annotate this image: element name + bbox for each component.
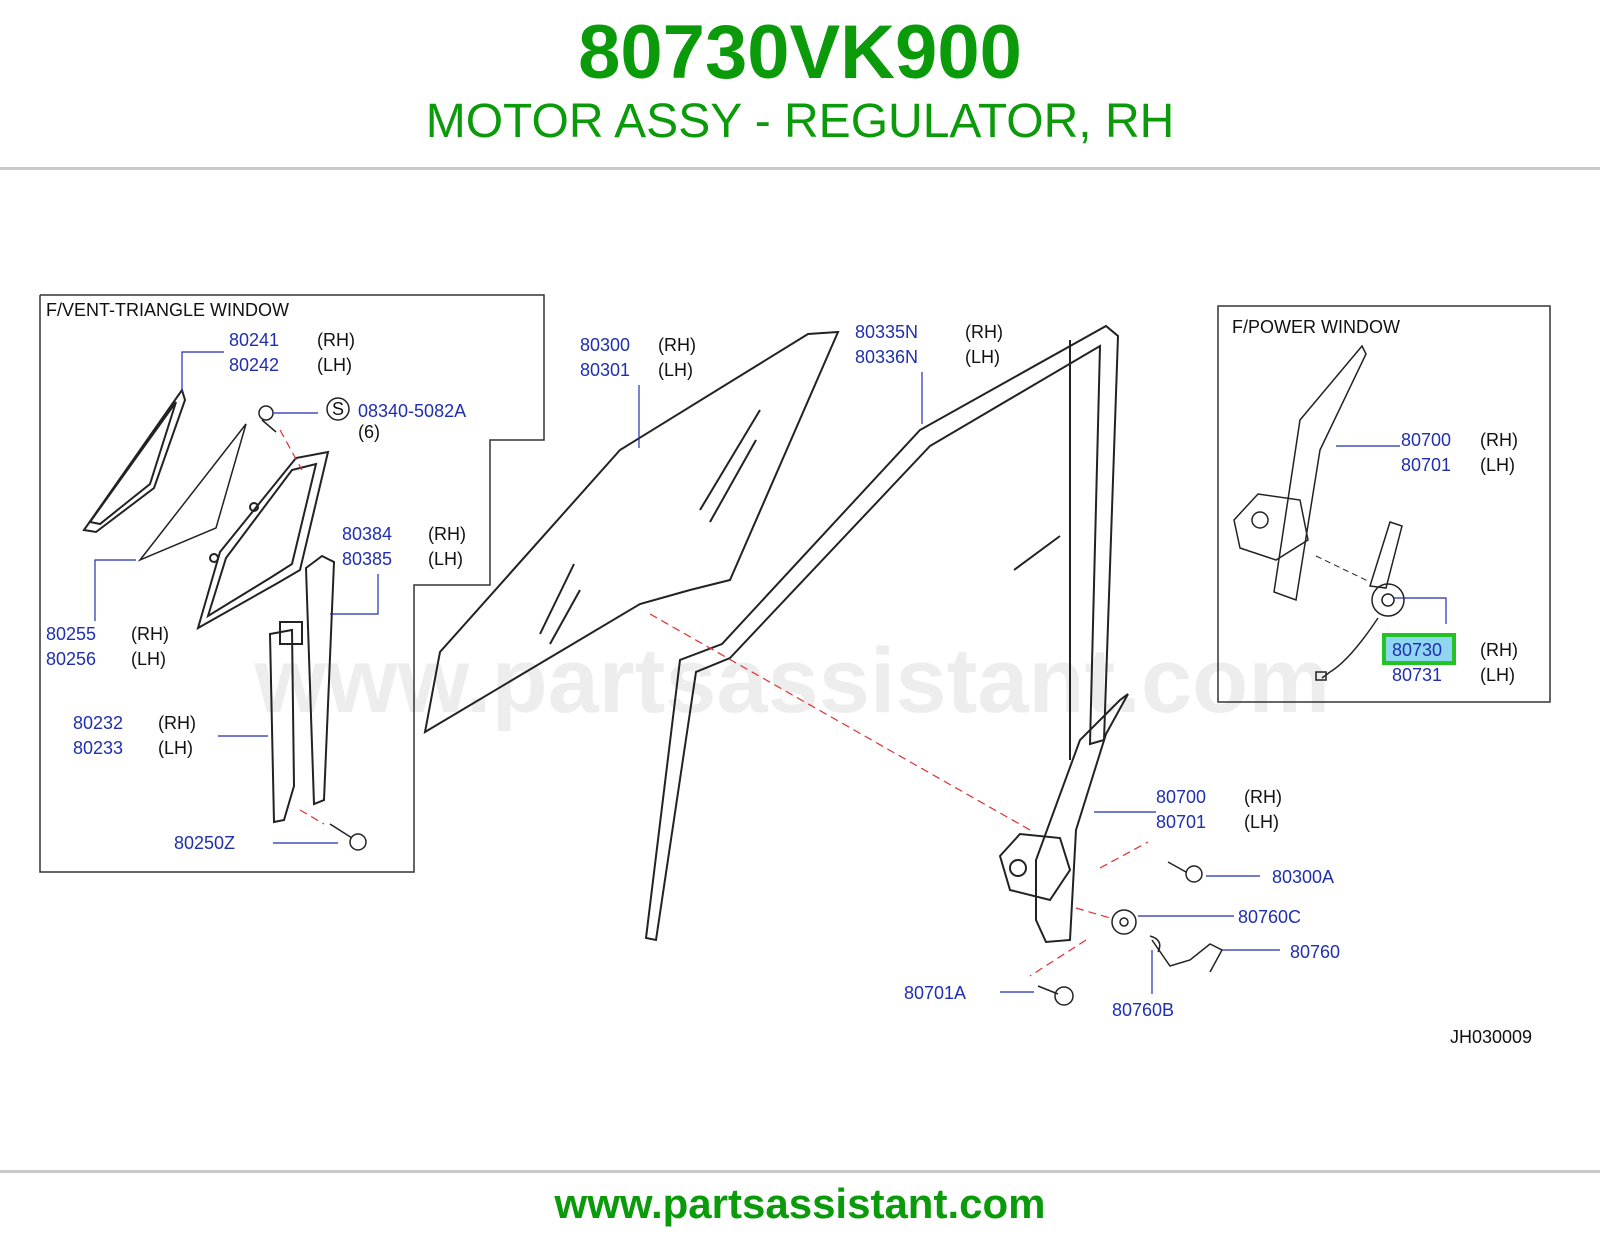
part-label-80731[interactable]: 80731 (1392, 665, 1442, 685)
highlight-box (1382, 633, 1456, 665)
part-label-80255[interactable]: 80255 (46, 624, 96, 644)
part-label-80250z[interactable]: 80250Z (174, 833, 235, 853)
part-description: MOTOR ASSY - REGULATOR, RH (425, 95, 1175, 148)
lh-label: (LH) (131, 649, 166, 669)
lh-label: (LH) (1244, 812, 1279, 832)
vent-window-box (39, 294, 545, 873)
part-label-80700[interactable]: 80700 (1156, 787, 1206, 807)
part-label-80300[interactable]: 80300 (580, 335, 630, 355)
rh-label: (RH) (1480, 430, 1518, 450)
footer-divider (0, 1170, 1600, 1173)
parts-diagram: www.partsassistant.com F/VENT-TRIANGLE W… (39, 294, 1551, 1047)
rh-label: (RH) (428, 524, 466, 544)
part-label-80233[interactable]: 80233 (73, 738, 123, 758)
lh-label: (LH) (658, 360, 693, 380)
lh-label: (LH) (1480, 455, 1515, 475)
main-regulator-drawing (998, 693, 1129, 944)
part-label-80232[interactable]: 80232 (73, 713, 123, 733)
regulator-hardware-drawing (1037, 861, 1224, 1006)
vent-seal-drawing (82, 387, 187, 534)
part-label-80701-inset[interactable]: 80701 (1401, 455, 1451, 475)
lh-label: (LH) (317, 355, 352, 375)
diagram-code: JH030009 (1450, 1027, 1532, 1047)
part-label-80242[interactable]: 80242 (229, 355, 279, 375)
lh-label: (LH) (1480, 665, 1515, 685)
part-label-80701a[interactable]: 80701A (904, 983, 966, 1003)
part-label-80760c[interactable]: 80760C (1238, 907, 1301, 927)
glass-run-drawing (644, 324, 1120, 942)
part-label-80300a[interactable]: 80300A (1272, 867, 1334, 887)
part-label-80385[interactable]: 80385 (342, 549, 392, 569)
part-number-title: 80730VK900 (578, 10, 1022, 95)
rh-label: (RH) (158, 713, 196, 733)
part-label-80700-inset[interactable]: 80700 (1401, 430, 1451, 450)
rh-label: (RH) (658, 335, 696, 355)
vent-glass-drawing (137, 423, 247, 562)
lh-label: (LH) (158, 738, 193, 758)
part-label-08340-5082a[interactable]: 08340-5082A (358, 401, 466, 421)
rh-label: (RH) (965, 322, 1003, 342)
power-regulator-drawing (1233, 344, 1367, 602)
power-window-box (1217, 305, 1551, 703)
part-label-80301[interactable]: 80301 (580, 360, 630, 380)
vent-bolt-drawing (329, 823, 367, 851)
part-labels: 80241 (RH) 80242 (LH) S 08340-5082A (6) … (46, 322, 1532, 1047)
part-label-80256[interactable]: 80256 (46, 649, 96, 669)
lh-label: (LH) (428, 549, 463, 569)
vent-channel-drawing (268, 554, 336, 824)
part-label-80701[interactable]: 80701 (1156, 812, 1206, 832)
lh-label: (LH) (965, 347, 1000, 367)
part-label-80335n[interactable]: 80335N (855, 322, 918, 342)
rh-label: (RH) (317, 330, 355, 350)
vent-screw-drawing (258, 405, 277, 433)
power-motor-drawing (1315, 521, 1405, 681)
part-label-80760b[interactable]: 80760B (1112, 1000, 1174, 1020)
header-divider (0, 167, 1600, 170)
s-symbol: S (332, 399, 344, 419)
part-label-80241[interactable]: 80241 (229, 330, 279, 350)
rh-label: (RH) (1480, 640, 1518, 660)
quantity-label: (6) (358, 422, 380, 442)
vent-frame-drawing (196, 450, 330, 631)
s-symbol-circle (326, 397, 350, 421)
watermark-text: www.partsassistant.com (254, 630, 1330, 732)
footer-url-link[interactable]: www.partsassistant.com (554, 1180, 1046, 1227)
vent-box-title: F/VENT-TRIANGLE WINDOW (46, 300, 289, 320)
dashed-red-leaders (279, 429, 1149, 977)
part-label-80730-highlighted[interactable]: 80730 (1392, 640, 1442, 660)
door-glass-drawing (423, 330, 840, 734)
part-label-80336n[interactable]: 80336N (855, 347, 918, 367)
power-box-title: F/POWER WINDOW (1232, 317, 1400, 337)
rh-label: (RH) (131, 624, 169, 644)
power-dashed-leader (1315, 555, 1371, 583)
part-label-80760[interactable]: 80760 (1290, 942, 1340, 962)
leader-lines (94, 351, 1447, 994)
part-label-80384[interactable]: 80384 (342, 524, 392, 544)
rh-label: (RH) (1244, 787, 1282, 807)
